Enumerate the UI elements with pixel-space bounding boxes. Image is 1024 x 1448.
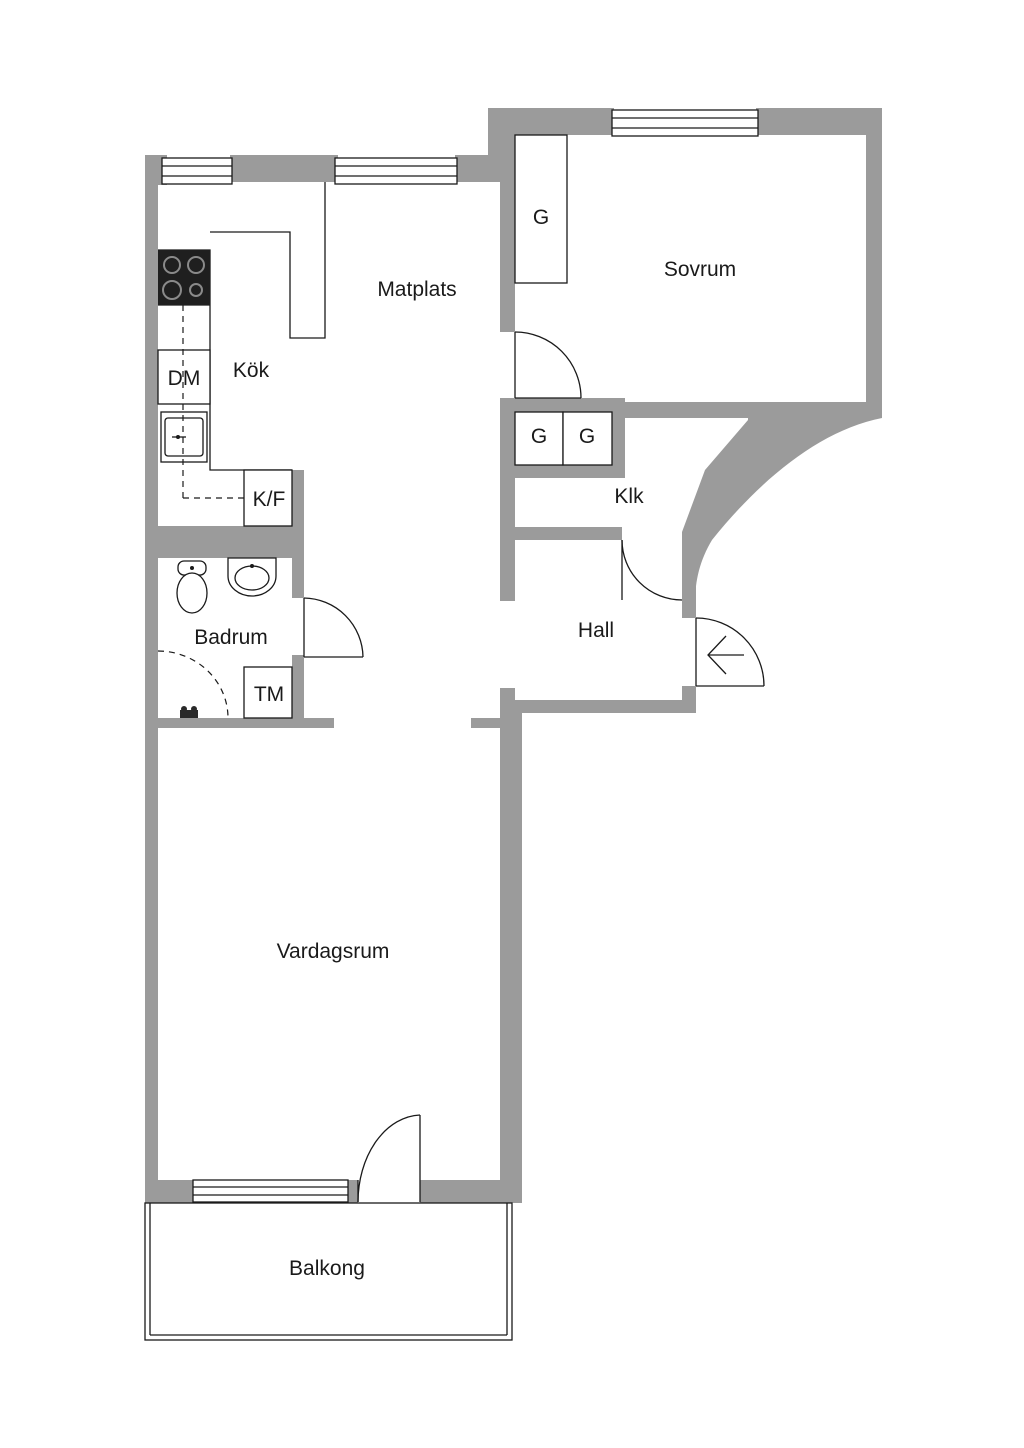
closet-sovrum (514, 134, 568, 284)
dishwasher (157, 349, 211, 405)
fixture-label-garderob-sovrum: G (533, 206, 549, 229)
bathroom-fixtures (157, 557, 293, 719)
room-label-badrum: Badrum (194, 626, 268, 649)
fixture-label-garderob-hall-1: G (531, 425, 547, 448)
washing-machine (243, 666, 293, 719)
window-sovrum (611, 109, 759, 137)
shower-tap-icon (180, 706, 198, 718)
room-label-klk: Klk (614, 485, 644, 508)
fixture-label-tvattmaskin: TM (254, 683, 284, 706)
stove-icon (158, 250, 210, 305)
fixture-label-diskmaskin: DM (168, 367, 201, 390)
room-label-sovrum: Sovrum (664, 258, 736, 281)
fridge-freezer (243, 469, 293, 527)
doors (303, 331, 765, 1203)
washbasin-icon (227, 557, 277, 597)
closets (514, 134, 613, 466)
walls (145, 108, 882, 1203)
room-label-vardagsrum: Vardagsrum (277, 940, 390, 963)
kitchen-fixtures (157, 182, 326, 527)
entrance-arrow-icon (707, 635, 744, 675)
windows (161, 109, 759, 1203)
kitchen-sink-icon (160, 411, 208, 463)
room-label-kok: Kök (233, 359, 270, 382)
room-label-balkong: Balkong (289, 1257, 365, 1280)
shower-area (157, 650, 229, 719)
closet-hall-2 (562, 411, 613, 466)
balcony (144, 1202, 513, 1341)
door-badrum (303, 597, 364, 658)
window-kitchen (161, 157, 233, 185)
door-sovrum (514, 331, 582, 399)
room-label-hall: Hall (578, 619, 614, 642)
window-vardagsrum (192, 1179, 349, 1203)
fixture-label-kyl-frys: K/F (253, 488, 286, 511)
fixture-label-garderob-hall-2: G (579, 425, 595, 448)
door-klk (621, 539, 683, 601)
door-balkong (357, 1114, 421, 1203)
door-entrance (695, 617, 765, 687)
room-label-matplats: Matplats (377, 278, 456, 301)
window-matplats (334, 157, 458, 185)
labels: Sovrum Matplats Kök Klk Hall Badrum Vard… (168, 206, 737, 1280)
toilet-icon (176, 560, 208, 614)
